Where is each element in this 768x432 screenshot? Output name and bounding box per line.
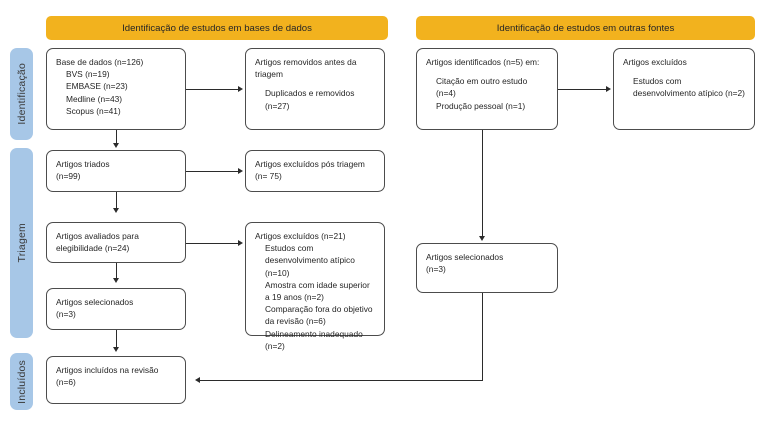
connector-other-selected-to-included bbox=[200, 380, 483, 381]
stage-label-identificacao: Identificação bbox=[10, 48, 33, 140]
rep-excl-line-4: Delineamento inadequado (n=2) bbox=[265, 328, 366, 351]
excl-screen-line-1: (n= 75) bbox=[255, 171, 282, 182]
connector-assessed-to-reports-excluded bbox=[186, 243, 239, 244]
stage-identificacao-text: Identificação bbox=[15, 63, 28, 125]
stage-label-triagem: Triagem bbox=[10, 148, 33, 338]
stage-incluidos-text: Incluídos bbox=[15, 359, 28, 404]
arrowhead-assessed-to-selected bbox=[112, 278, 119, 283]
stage-triagem-text: Triagem bbox=[15, 223, 28, 263]
other-sel-line-1: (n=3) bbox=[426, 264, 446, 275]
connector-db-to-screened bbox=[116, 130, 117, 144]
box-reports-assessed: Artigos avaliados para elegibilidade (n=… bbox=[46, 222, 186, 263]
arrowhead-other-id-to-other-excluded bbox=[606, 85, 611, 92]
banner-databases-label: Identificação de estudos em bases de dad… bbox=[122, 22, 312, 34]
sel-db-line-1: (n=3) bbox=[56, 309, 76, 320]
db-line-0: Base de dados (n=126) bbox=[56, 57, 144, 67]
arrowhead-selected-to-included bbox=[112, 347, 119, 352]
connector-selected-to-included bbox=[116, 330, 117, 348]
db-line-3: Medline (n=43) bbox=[66, 93, 123, 104]
box-reports-excluded: Artigos excluídos (n=21) Estudos com des… bbox=[245, 222, 385, 351]
connector-other-id-to-other-excluded bbox=[558, 89, 607, 90]
arrowhead-screened-to-excluded bbox=[238, 167, 243, 174]
box-other-selected: Artigos selecionados (n=3) bbox=[416, 243, 558, 293]
box-other-excluded: Artigos excluídos Estudos com desenvolvi… bbox=[613, 48, 755, 130]
box-included-review: Artigos incluídos na revisão (n=6) bbox=[46, 356, 186, 404]
other-excl-line-2: Estudos com desenvolvimento atípico (n=2… bbox=[633, 76, 745, 99]
stage-label-incluidos: Incluídos bbox=[10, 353, 33, 410]
box-records-screened: Artigos triados (n=99) bbox=[46, 150, 186, 192]
arrowhead-db-to-removed bbox=[238, 85, 243, 92]
connector-other-id-to-other-selected bbox=[482, 130, 483, 237]
box-studies-selected-databases: Artigos selecionados (n=3) bbox=[46, 288, 186, 330]
other-id-line-0: Artigos identificados (n=5) em: bbox=[426, 57, 540, 67]
db-line-4: Scopus (n=41) bbox=[66, 105, 121, 116]
other-excl-spacer bbox=[623, 68, 745, 75]
connector-db-to-removed bbox=[186, 89, 239, 90]
assessed-line-0: Artigos avaliados para elegibilidade (n=… bbox=[56, 231, 142, 254]
other-id-spacer bbox=[426, 68, 548, 75]
other-excl-line-0: Artigos excluídos bbox=[623, 57, 687, 67]
arrowhead-db-to-screened bbox=[112, 143, 119, 148]
arrowhead-screened-to-assessed bbox=[112, 208, 119, 213]
rep-excl-line-3: Comparação fora do objetivo da revisão (… bbox=[265, 304, 375, 327]
incl-line-1: (n=6) bbox=[56, 377, 76, 388]
other-id-line-2: Citação em outro estudo (n=4) bbox=[436, 76, 530, 99]
rep-excl-line-1: Estudos com desenvolvimento atípico (n=1… bbox=[265, 243, 358, 278]
excl-screen-line-0: Artigos excluídos pós triagem bbox=[255, 159, 365, 169]
connector-other-selected-down bbox=[482, 293, 483, 380]
screened-line-0: Artigos triados bbox=[56, 159, 110, 169]
sel-db-line-0: Artigos selecionados bbox=[56, 297, 134, 307]
box-databases-identified: Base de dados (n=126) BVS (n=19) EMBASE … bbox=[46, 48, 186, 130]
banner-identificacao-outras-fontes: Identificação de estudos em outras fonte… bbox=[416, 16, 755, 40]
rep-excl-line-2: Amostra com idade superior a 19 anos (n=… bbox=[265, 279, 373, 302]
rep-excl-line-0: Artigos excluídos (n=21) bbox=[255, 231, 346, 241]
other-sel-line-0: Artigos selecionados bbox=[426, 252, 504, 262]
banner-other-sources-label: Identificação de estudos em outras fonte… bbox=[496, 22, 675, 34]
box-records-removed: Artigos removidos antes da triagem Dupli… bbox=[245, 48, 385, 130]
db-line-2: EMBASE (n=23) bbox=[66, 81, 128, 92]
arrowhead-other-id-to-other-selected bbox=[478, 236, 485, 241]
arrowhead-other-selected-to-included bbox=[195, 376, 200, 383]
box-other-identified: Artigos identificados (n=5) em: Citação … bbox=[416, 48, 558, 130]
connector-screened-to-assessed bbox=[116, 192, 117, 209]
removed-spacer bbox=[255, 80, 375, 87]
connector-screened-to-excluded bbox=[186, 171, 239, 172]
arrowhead-assessed-to-reports-excluded bbox=[238, 239, 243, 246]
db-line-1: BVS (n=19) bbox=[66, 69, 110, 80]
screened-line-1: (n=99) bbox=[56, 171, 81, 182]
other-id-line-3: Produção pessoal (n=1) bbox=[436, 100, 526, 111]
removed-line-0: Artigos removidos antes da triagem bbox=[255, 57, 359, 80]
banner-identificacao-bases: Identificação de estudos em bases de dad… bbox=[46, 16, 388, 40]
incl-line-0: Artigos incluídos na revisão bbox=[56, 365, 159, 375]
connector-assessed-to-selected bbox=[116, 263, 117, 279]
box-records-excluded-screening: Artigos excluídos pós triagem (n= 75) bbox=[245, 150, 385, 192]
removed-line-2: Duplicados e removidos (n=27) bbox=[265, 88, 357, 111]
